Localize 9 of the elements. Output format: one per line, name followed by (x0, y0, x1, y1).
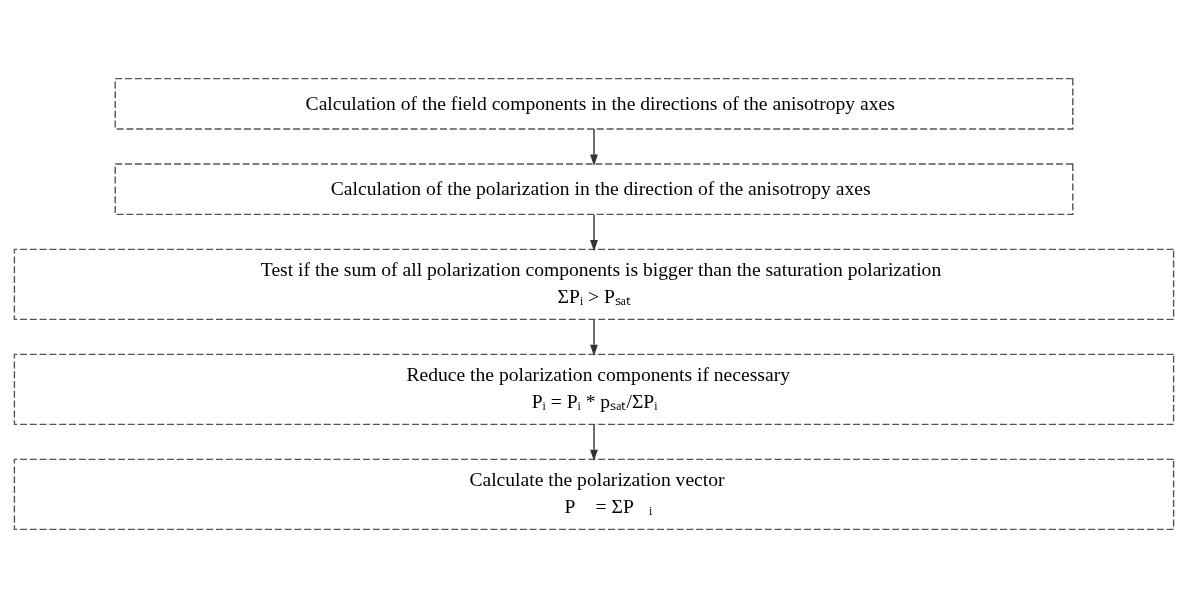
node-box: Calculate the polarization vector P⃗ = ΣP⃗ᵢ (13, 458, 1175, 530)
arrow (590, 213, 598, 251)
arrow (590, 423, 598, 461)
node-box: Reduce the polarization components if necessary Pᵢ = Pᵢ * pₛₐₜ/ΣPᵢ (13, 353, 1175, 425)
arrow (590, 318, 598, 356)
node-box: Test if the sum of all polarization components is bigger than the saturation polarization ΣPᵢ > Pₛₐₜ (13, 248, 1175, 320)
node-box: Calculation of the polarization in the direction of the anisotropy axes (114, 162, 1074, 215)
node-box: Calculation of the field components in the directions of the anisotropy axes (114, 77, 1074, 130)
arrow (590, 127, 598, 166)
